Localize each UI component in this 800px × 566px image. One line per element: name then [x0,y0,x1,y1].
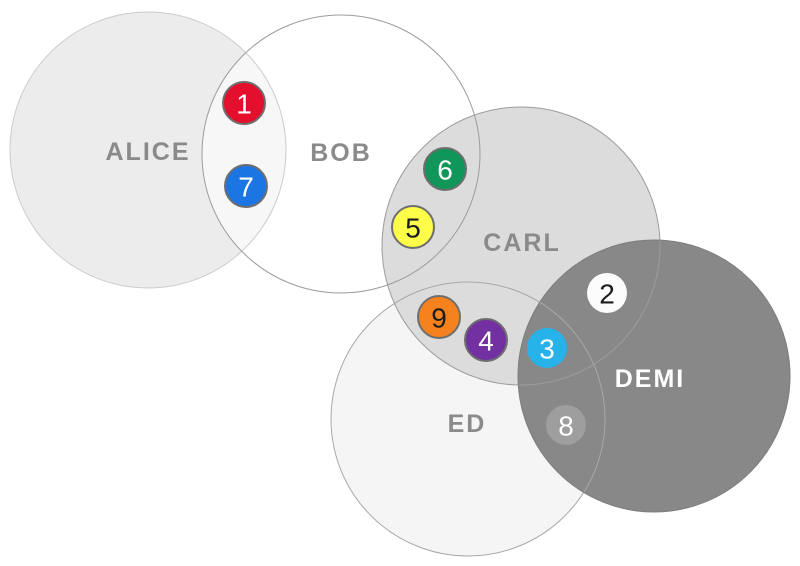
item-dot-circle-9 [417,295,461,339]
item-dot-8: 8 [546,405,586,445]
item-dot-circle-4 [464,318,508,362]
item-dot-label-4: 4 [478,326,494,357]
item-dot-1: 1 [222,81,266,125]
set-label-demi: DEMI [615,365,686,393]
set-outline-ed [330,281,606,557]
item-dot-2: 2 [587,273,627,313]
item-dot-4: 4 [464,318,508,362]
item-dot-label-2: 2 [599,279,615,310]
set-label-carl: CARL [483,229,560,257]
set-fill-alice [10,12,286,288]
item-dot-label-8: 8 [558,411,574,442]
item-dot-circle-3 [527,328,567,368]
item-dots-layer: 1 7 65 2 94 3 8 [222,81,627,445]
item-dot-label-7: 7 [238,172,254,203]
set-outline-carl [381,106,661,386]
item-dot-circle-2 [587,273,627,313]
item-dot-circle-8 [546,405,586,445]
set-fills-layer [10,12,790,556]
item-dot-9: 9 [417,295,461,339]
set-label-bob: BOB [310,139,372,167]
item-dot-circle-1 [222,81,266,125]
item-dot-label-6: 6 [437,155,453,186]
set-labels-layer: ALICE BOB ED CARL DEMI [106,138,686,438]
item-dot-circle-7 [224,164,268,208]
item-dot-circle-5 [391,205,435,249]
item-dot-label-1: 1 [236,89,252,120]
item-dot-label-5: 5 [405,213,421,244]
item-dot-3: 3 [527,328,567,368]
set-label-ed: ED [448,410,487,438]
set-outline-bob [201,14,481,294]
set-strokes-layer [9,11,791,557]
set-outline-alice [9,11,287,289]
item-dot-6: 6 [423,147,467,191]
set-outline-demi [517,239,791,513]
set-label-alice: ALICE [106,138,191,166]
set-fill-demi [518,240,790,512]
item-dot-7: 7 [224,164,268,208]
item-dot-circle-6 [423,147,467,191]
item-dot-label-3: 3 [539,334,555,365]
item-dot-label-9: 9 [431,303,447,334]
item-dot-5: 5 [391,205,435,249]
